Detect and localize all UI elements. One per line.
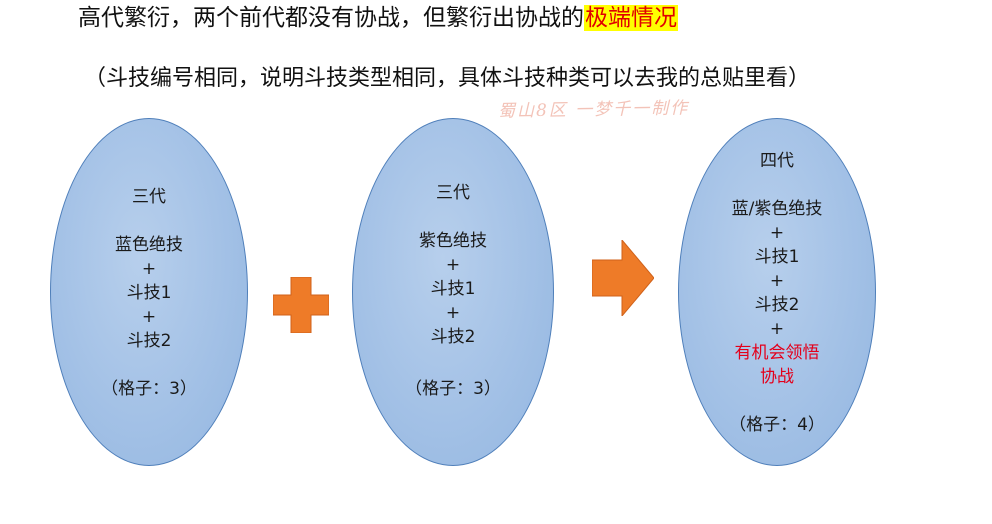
parent1-slots: （格子：3） bbox=[101, 379, 197, 399]
parent2-plus-2: + bbox=[445, 303, 461, 323]
parent1-skill-main: 蓝色绝技 bbox=[115, 235, 183, 255]
title-text: 高代繁衍，两个前代都没有协战，但繁衍出协战的 bbox=[78, 5, 584, 31]
child-plus-3: + bbox=[769, 319, 785, 339]
page-title: 高代繁衍，两个前代都没有协战，但繁衍出协战的极端情况 bbox=[78, 3, 678, 33]
parent1-ellipse: 三代 蓝色绝技 + 斗技1 + 斗技2 （格子：3） bbox=[50, 118, 248, 466]
parent1-skill-b: 斗技2 bbox=[126, 331, 172, 351]
parent2-slots: （格子：3） bbox=[405, 379, 501, 399]
parent2-plus-1: + bbox=[445, 255, 461, 275]
child-ellipse: 四代 蓝/紫色绝技 + 斗技1 + 斗技2 + 有机会领悟 协战 （格子：4） bbox=[678, 118, 876, 466]
child-plus-2: + bbox=[769, 271, 785, 291]
child-generation: 四代 bbox=[760, 151, 794, 171]
child-special-line-1: 有机会领悟 bbox=[734, 343, 820, 363]
parent1-plus-2: + bbox=[141, 307, 157, 327]
parent2-skill-a: 斗技1 bbox=[430, 279, 476, 299]
child-skill-b: 斗技2 bbox=[754, 295, 800, 315]
child-slots: （格子：4） bbox=[729, 415, 825, 435]
parent1-generation: 三代 bbox=[132, 187, 166, 207]
parent2-skill-main: 紫色绝技 bbox=[419, 231, 487, 251]
parent1-skill-a: 斗技1 bbox=[126, 283, 172, 303]
child-special-line-2: 协战 bbox=[760, 367, 794, 387]
title-highlight: 极端情况 bbox=[584, 5, 678, 31]
parent2-skill-b: 斗技2 bbox=[430, 327, 476, 347]
parent1-plus-1: + bbox=[141, 259, 157, 279]
author-watermark: 蜀山8区 一梦千一制作 bbox=[497, 98, 690, 122]
arrow-right-icon bbox=[592, 240, 654, 316]
page-subtitle: （斗技编号相同，说明斗技类型相同，具体斗技种类可以去我的总贴里看） bbox=[84, 66, 811, 91]
plus-icon bbox=[273, 277, 329, 333]
child-skill-a: 斗技1 bbox=[754, 247, 800, 267]
parent2-generation: 三代 bbox=[436, 183, 470, 203]
child-skill-main: 蓝/紫色绝技 bbox=[731, 199, 823, 219]
parent2-ellipse: 三代 紫色绝技 + 斗技1 + 斗技2 （格子：3） bbox=[352, 118, 554, 466]
child-plus-1: + bbox=[769, 223, 785, 243]
